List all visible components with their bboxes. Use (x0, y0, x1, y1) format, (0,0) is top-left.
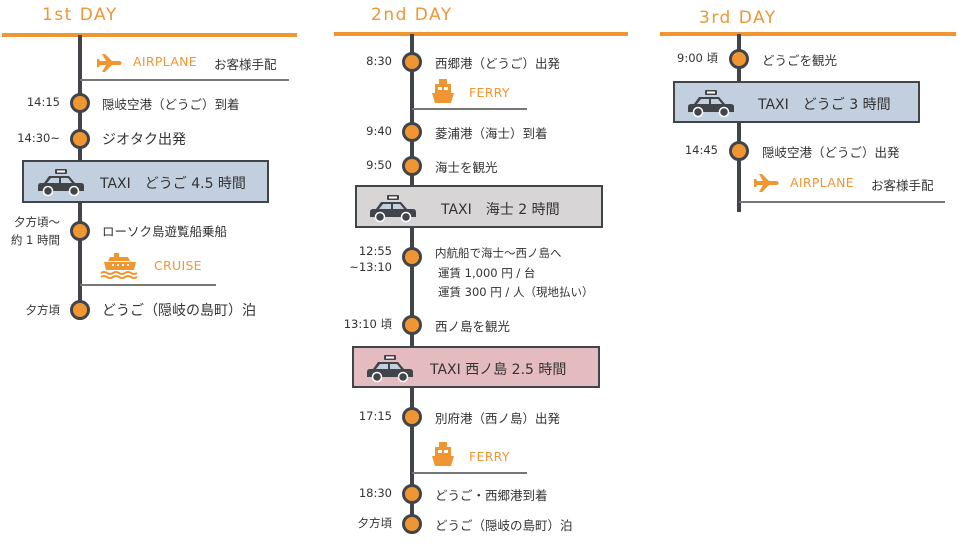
divider (412, 472, 527, 474)
transport-label: FERRY (469, 449, 510, 464)
day-2-header-bar (334, 32, 628, 36)
transport-note: お客様手配 (871, 178, 934, 193)
timeline-dot (402, 52, 422, 72)
taxi-block: TAXI どうご 4.5 時間 (22, 160, 269, 203)
event-text: 西郷港（どうご）出発 (435, 56, 561, 71)
transport-note: お客様手配 (214, 57, 277, 72)
timeline-dot (402, 407, 422, 427)
timeline-dot (729, 49, 749, 69)
event-text: ローソク島遊覧船乗船 (102, 224, 228, 239)
event-text: 菱浦港（海士）到着 (435, 126, 548, 141)
divider (412, 108, 527, 110)
timeline-dot (70, 129, 90, 149)
event-text: ジオタク出発 (102, 132, 186, 148)
event-text: 隠岐空港（どうご）到着 (102, 97, 240, 112)
timeline-dot (402, 247, 422, 267)
event-time: 夕方頃 (357, 516, 393, 530)
event-text: 隠岐空港（どうご）出発 (762, 145, 900, 160)
event-time: 夕方頃～ (14, 215, 60, 229)
taxi-icon (37, 169, 85, 197)
event-subline: 運賃 300 円 / 人（現地払い） (438, 285, 594, 299)
timeline-dot (402, 122, 422, 142)
ferry-icon (431, 442, 455, 468)
airplane-icon (96, 53, 122, 73)
event-time-end: ~13:10 (349, 260, 392, 274)
event-text: どうご・西郷港到着 (435, 488, 548, 503)
day-3-header-bar (660, 32, 956, 36)
day-2-timeline-line (410, 34, 414, 534)
event-subline: 運賃 1,000 円 / 台 (438, 266, 536, 280)
timeline-dot (402, 514, 422, 534)
taxi-icon (369, 195, 417, 223)
event-time: 9:00 頃 (677, 51, 718, 65)
timeline-dot (70, 221, 90, 241)
event-time: 17:15 (358, 409, 392, 423)
taxi-block: TAXI 西ノ島 2.5 時間 (352, 346, 600, 388)
transport-label: AIRPLANE (133, 54, 197, 69)
day-3-timeline-line (737, 34, 741, 212)
event-text: どうごを観光 (762, 53, 838, 68)
taxi-block: TAXI 海士 2 時間 (355, 185, 603, 228)
transport-label: FERRY (469, 85, 510, 100)
taxi-block: TAXI どうご 3 時間 (673, 81, 920, 123)
taxi-text: TAXI どうご 3 時間 (758, 97, 891, 113)
event-time: 8:30 (366, 54, 392, 68)
event-text: 内航船で海士～西ノ島へ (435, 246, 562, 260)
cruise-ship-icon (100, 253, 140, 279)
timeline-dot (402, 156, 422, 176)
taxi-icon (687, 90, 735, 118)
taxi-icon (366, 355, 414, 383)
divider (739, 201, 945, 203)
event-time: 9:50 (366, 158, 392, 172)
day-3-title: 3rd DAY (699, 8, 777, 28)
event-time: 14:15 (26, 95, 60, 109)
event-time: 9:40 (366, 124, 392, 138)
event-text: 別府港（西ノ島）出発 (435, 411, 561, 426)
event-text: どうご（隠岐の島町）泊 (102, 303, 256, 319)
timeline-dot (70, 93, 90, 113)
event-text: 西ノ島を観光 (435, 319, 511, 334)
event-time: 14:45 (684, 143, 718, 157)
event-text: 海士を観光 (435, 160, 498, 175)
taxi-text: TAXI 西ノ島 2.5 時間 (430, 362, 567, 378)
timeline-dot (70, 300, 90, 320)
day-2-title: 2nd DAY (371, 5, 453, 25)
timeline-dot (729, 141, 749, 161)
day-1-title: 1st DAY (42, 5, 118, 25)
event-text: どうご（隠岐の島町）泊 (435, 518, 573, 533)
ferry-icon (431, 79, 455, 105)
airplane-icon (753, 173, 779, 193)
event-time: 13:10 頃 (343, 317, 392, 331)
taxi-text: TAXI どうご 4.5 時間 (100, 176, 246, 192)
day-1-header-bar (2, 33, 297, 37)
event-time-duration: 約 1 時間 (10, 233, 60, 247)
taxi-text: TAXI 海士 2 時間 (441, 202, 560, 218)
event-time: 18:30 (358, 486, 392, 500)
timeline-dot (402, 315, 422, 335)
transport-label: CRUISE (154, 258, 202, 273)
timeline-dot (402, 484, 422, 504)
divider (80, 79, 289, 81)
transport-label: AIRPLANE (790, 175, 854, 190)
divider (80, 284, 216, 286)
event-time: 14:30~ (17, 131, 60, 145)
event-time: 12:55 (358, 244, 392, 258)
event-time: 夕方頃 (25, 303, 61, 317)
